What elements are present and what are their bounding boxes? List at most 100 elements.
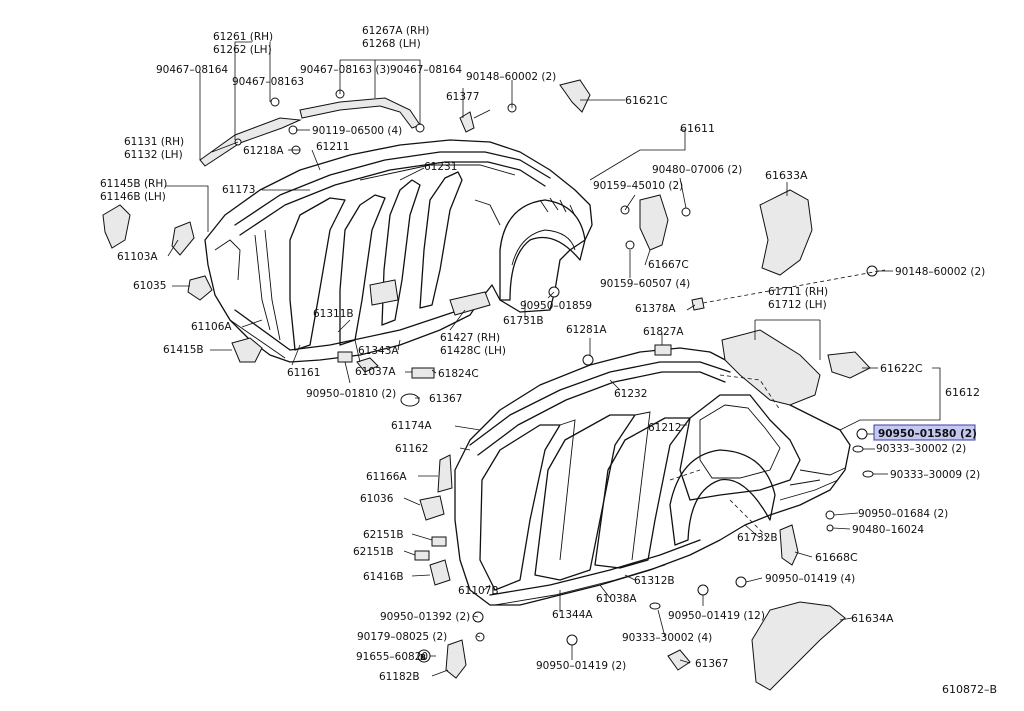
- label-90950-01419-2: 90950–01419 (2): [536, 660, 626, 672]
- label-61231: 61231: [424, 161, 457, 173]
- label-61633a: 61633A: [765, 169, 808, 182]
- bracket-61036: [419, 495, 445, 521]
- leader-lines: [165, 41, 941, 677]
- plate-61827a: [654, 344, 672, 356]
- highlighted-part-box: [873, 424, 976, 441]
- bracket-61667c: [639, 194, 669, 251]
- bracket-61182b: [445, 639, 467, 679]
- label-61131: 61131 (RH): [124, 136, 184, 148]
- label-61166a: 61166A: [366, 471, 407, 483]
- label-61103a: 61103A: [117, 251, 158, 263]
- label-90333-30002-4: 90333–30002 (4): [622, 632, 712, 644]
- bracket-61166a: [437, 454, 453, 493]
- plug-90950-01419-2: [566, 634, 578, 646]
- label-90148-60002-a: 90148–60002 (2): [466, 71, 556, 83]
- plug-90950-01419-12: [697, 584, 709, 596]
- label-61824c: 61824C: [438, 368, 479, 380]
- label-61667c: 61667C: [648, 259, 689, 271]
- plug-90333-30002-2: [852, 445, 864, 453]
- label-90480-16024: 90480–16024: [852, 524, 924, 536]
- label-61038a: 61038A: [596, 593, 637, 605]
- roof-molding-61261: [199, 117, 302, 167]
- label-90467-08164-a: 90467–08164: [156, 64, 228, 76]
- label-90119-06500: 90119–06500 (4): [312, 125, 402, 137]
- nut-symbol-b: B: [420, 653, 426, 662]
- label-61281a: 61281A: [566, 324, 607, 336]
- grommet-61367-a: [400, 393, 420, 407]
- bracket-61415b: [231, 337, 263, 363]
- label-90950-01859: 90950–01859: [520, 300, 592, 312]
- label-61621c: 61621C: [625, 94, 668, 107]
- label-61261: 61261 (RH): [213, 31, 273, 43]
- label-61611: 61611: [680, 122, 715, 135]
- label-61367-b: 61367: [695, 658, 728, 670]
- plug-90333-30009: [862, 470, 874, 478]
- label-90950-01392: 90950–01392 (2): [380, 611, 470, 623]
- label-61037a: 61037A: [355, 366, 396, 378]
- label-61827a: 61827A: [643, 326, 684, 338]
- plate-61824c: [411, 367, 435, 379]
- plug-90950-01419-4: [735, 576, 747, 588]
- label-61161: 61161: [287, 367, 320, 379]
- label-61232: 61232: [614, 388, 647, 400]
- label-61035: 61035: [133, 280, 166, 292]
- bracket-61621c: [559, 79, 591, 113]
- label-61173: 61173: [222, 184, 255, 196]
- label-61668c: 61668C: [815, 551, 858, 564]
- label-61415b: 61415B: [163, 344, 204, 356]
- clip-90467-08163: [270, 97, 280, 107]
- label-61132: 61132 (LH): [124, 149, 183, 161]
- label-61036: 61036: [360, 493, 394, 505]
- plug-90333-30002-4: [649, 602, 661, 610]
- label-61731b: 61731B: [503, 315, 544, 327]
- bracket-61103a: [171, 221, 195, 256]
- bracket-61377: [459, 111, 475, 133]
- label-90950-01419-4: 90950–01419 (4): [765, 573, 855, 585]
- label-90333-30009: 90333–30009 (2): [890, 469, 980, 481]
- panel-61711: [721, 329, 821, 406]
- liner-61634a: [751, 601, 846, 691]
- label-90950-01684: 90950–01684 (2): [858, 508, 948, 520]
- label-61106a: 61106A: [191, 321, 232, 333]
- bracket-61416b: [429, 559, 451, 586]
- label-61428c: 61428C (LH): [440, 345, 506, 357]
- label-61146b: 61146B (LH): [100, 191, 166, 203]
- label-91655-60820: 91655–60820: [356, 651, 428, 663]
- bracket-61622c: [827, 351, 871, 379]
- label-61174a: 61174A: [391, 420, 432, 432]
- label-90467-08163: 90467–08163: [232, 76, 304, 88]
- pad-62151b-b: [414, 550, 430, 561]
- bracket-61037a: [356, 357, 379, 373]
- diagram-code: 610872–B: [942, 683, 997, 696]
- bracket-61145b: [102, 204, 131, 249]
- label-61212: 61212: [648, 422, 681, 434]
- label-61162: 61162: [395, 443, 428, 455]
- bracket-61035: [187, 275, 213, 301]
- label-61268: 61268 (LH): [362, 38, 421, 50]
- lower-side-panel: [454, 347, 851, 606]
- label-61378a: 61378A: [635, 303, 676, 315]
- label-61211: 61211: [316, 141, 349, 153]
- label-61732b: 61732B: [737, 532, 778, 544]
- liner-61633a: [759, 189, 813, 276]
- label-61712: 61712 (LH): [768, 299, 827, 311]
- grommet-61367-b: [667, 649, 691, 671]
- label-90159-60507: 90159–60507 (4): [600, 278, 690, 290]
- label-61367-a: 61367: [429, 393, 462, 405]
- label-61416b: 61416B: [363, 571, 404, 583]
- label-61344a: 61344A: [552, 609, 593, 621]
- label-90179-08025: 90179–08025 (2): [357, 631, 447, 643]
- label-90159-45010: 90159–45010 (2): [593, 180, 683, 192]
- clip-90480-16024: [826, 524, 834, 532]
- label-90950-01419-12: 90950–01419 (12): [668, 610, 765, 622]
- label-61427: 61427 (RH): [440, 332, 500, 344]
- plug-90950-01684: [825, 510, 835, 520]
- label-61182b: 61182B: [379, 671, 420, 683]
- label-90333-30002-2: 90333–30002 (2): [876, 443, 966, 455]
- label-62151b-b: 62151B: [353, 546, 394, 558]
- label-90148-60002-b: 90148–60002 (2): [895, 266, 985, 278]
- roof-molding-61267a: [299, 97, 421, 129]
- bracket-61427: [449, 291, 491, 316]
